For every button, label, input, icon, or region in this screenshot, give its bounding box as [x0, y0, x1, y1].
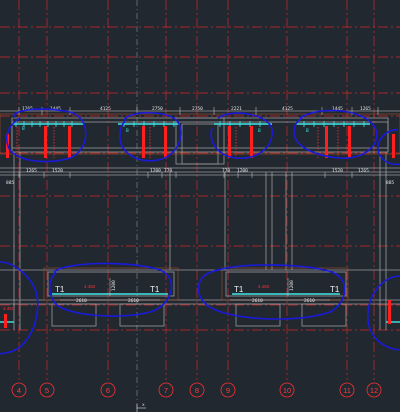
axis-label-7: 7 [164, 386, 168, 395]
slab-tag-2: T1 [150, 285, 160, 294]
rebar-dashes [16, 127, 339, 158]
elevation-tag-1: 4.450 [84, 284, 96, 289]
slab-tag-4: T1 [330, 285, 340, 294]
axis-label-11: 11 [343, 386, 351, 395]
axis-label-5: 5 [45, 386, 49, 395]
slab-tag-1: T1 [55, 285, 65, 294]
mid-dim-2: 1265 [26, 168, 37, 174]
axis-label-8: 8 [195, 386, 199, 395]
mid-dim-9: 1265 [358, 168, 369, 174]
mid-dim-5: 770 [164, 168, 172, 174]
side-dim-1: 1200 [111, 280, 117, 291]
lower-dim-3: 2610 [252, 298, 263, 304]
structure-walls [0, 117, 400, 330]
axis-bubbles [11, 382, 382, 398]
lower-dimension-chain [60, 278, 330, 301]
mid-dim-10: 885 [386, 180, 394, 186]
ucs-origin-icon [136, 404, 146, 412]
markup-ellipses [0, 108, 400, 355]
lower-dim-4: 2610 [304, 298, 315, 304]
top-dim-7: 4125 [282, 106, 293, 112]
mid-dim-8: 1520 [332, 168, 343, 174]
mid-dimension-chain [0, 172, 400, 178]
axis-label-12: 12 [370, 386, 378, 395]
slab-note-2: B [126, 128, 129, 134]
lower-dim-2: 2610 [128, 298, 139, 304]
elevation-tag-2: 4.450 [258, 284, 270, 289]
axis-label-6: 6 [106, 386, 110, 395]
top-dim-5: 2750 [192, 106, 203, 112]
top-dim-9: 1265 [360, 106, 371, 112]
top-dim-6: 2221 [231, 106, 242, 112]
ucs-origin-label: x [142, 403, 145, 408]
side-dim-2: 1200 [289, 280, 295, 291]
mid-dim-6: 770 [222, 168, 230, 174]
axis-label-4: 4 [17, 386, 21, 395]
top-dim-4: 2750 [152, 106, 163, 112]
top-dim-1: 1265 [22, 106, 33, 112]
axis-grid-horizontal [0, 26, 400, 331]
top-dim-3: 4125 [100, 106, 111, 112]
mid-dim-7: 1200 [237, 168, 248, 174]
lower-dim-1: 2610 [76, 298, 87, 304]
slab-note-4: B [306, 128, 309, 134]
mid-dim-1: 885 [6, 180, 14, 186]
top-dim-8: 1445 [332, 106, 343, 112]
slab-tag-3: T1 [234, 285, 244, 294]
mid-dim-4: 1200 [150, 168, 161, 174]
axis-label-10: 10 [283, 386, 291, 395]
axis-label-9: 9 [226, 386, 230, 395]
axis-grid-vertical [18, 0, 375, 380]
elevation-tag-3: 4.450 [3, 306, 15, 311]
slab-note-3: B [258, 128, 261, 134]
mid-dim-3: 1520 [52, 168, 63, 174]
slab-note-1: B [22, 126, 25, 132]
